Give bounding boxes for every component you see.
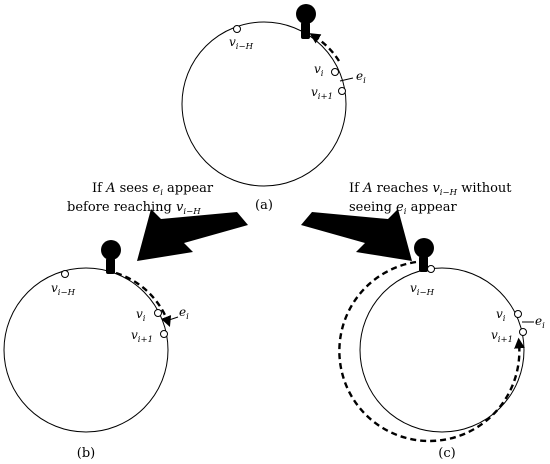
agent-body [106, 258, 115, 274]
agent-body [301, 22, 310, 39]
panel-c: vi−H vi vi+1 ei (c) [338, 238, 545, 461]
node-v-i [514, 310, 522, 318]
node-v-i [331, 68, 339, 76]
condition-left-line2: before reaching vi−H [67, 200, 201, 217]
agent-head [296, 4, 316, 24]
agent-head [414, 238, 434, 258]
node-v-i-plus-1 [160, 330, 168, 338]
agent-a [296, 4, 316, 39]
label-v-i-H: vi−H [410, 281, 435, 298]
node-v-i-H [427, 265, 435, 273]
caption-c: (c) [438, 446, 455, 461]
agent-c [414, 238, 434, 272]
ring-b [3, 267, 169, 433]
caption-b: (b) [77, 446, 95, 461]
label-v-i-plus-1: vi+1 [131, 328, 153, 345]
ring-c [359, 267, 525, 433]
label-v-i-H: vi−H [229, 35, 254, 52]
node-v-i-plus-1 [519, 328, 527, 336]
label-e-i: ei [535, 314, 545, 331]
node-v-i [154, 309, 162, 317]
label-e-i: ei [356, 69, 366, 86]
condition-left-line1: If A sees ei appear [92, 181, 214, 198]
agent-head [101, 240, 121, 260]
label-e-i: ei [179, 305, 189, 322]
edge-e-i-leader [339, 77, 354, 82]
label-v-i-H: vi−H [51, 281, 76, 298]
condition-right: If A reaches vi−H without seeing ei appe… [349, 181, 512, 217]
agent-b [101, 240, 121, 274]
node-v-i-plus-1 [338, 87, 346, 95]
label-v-i: vi [314, 62, 324, 79]
agent-path-arrow [309, 33, 341, 62]
big-arrow-left [137, 209, 248, 261]
node-v-i-H [233, 25, 241, 33]
label-v-i: vi [496, 307, 506, 324]
panel-a: vi−H vi vi+1 ei (a) [181, 4, 366, 213]
big-arrow-right [301, 209, 412, 261]
panel-b: vi−H vi vi+1 ei (b) [3, 240, 189, 461]
condition-right-line2: seeing ei appear [349, 200, 457, 217]
agent-path-arrow [338, 260, 525, 443]
ring-a [181, 21, 347, 187]
label-v-i-plus-1: vi+1 [491, 328, 513, 345]
condition-right-line1: If A reaches vi−H without [349, 181, 512, 198]
caption-a: (a) [255, 198, 273, 213]
condition-left: If A sees ei appear before reaching vi−H [67, 181, 214, 217]
label-v-i-plus-1: vi+1 [311, 85, 333, 102]
agent-body [419, 256, 428, 272]
edge-e-i-leader [165, 316, 179, 322]
label-v-i: vi [136, 307, 146, 324]
node-v-i-H [61, 270, 69, 278]
